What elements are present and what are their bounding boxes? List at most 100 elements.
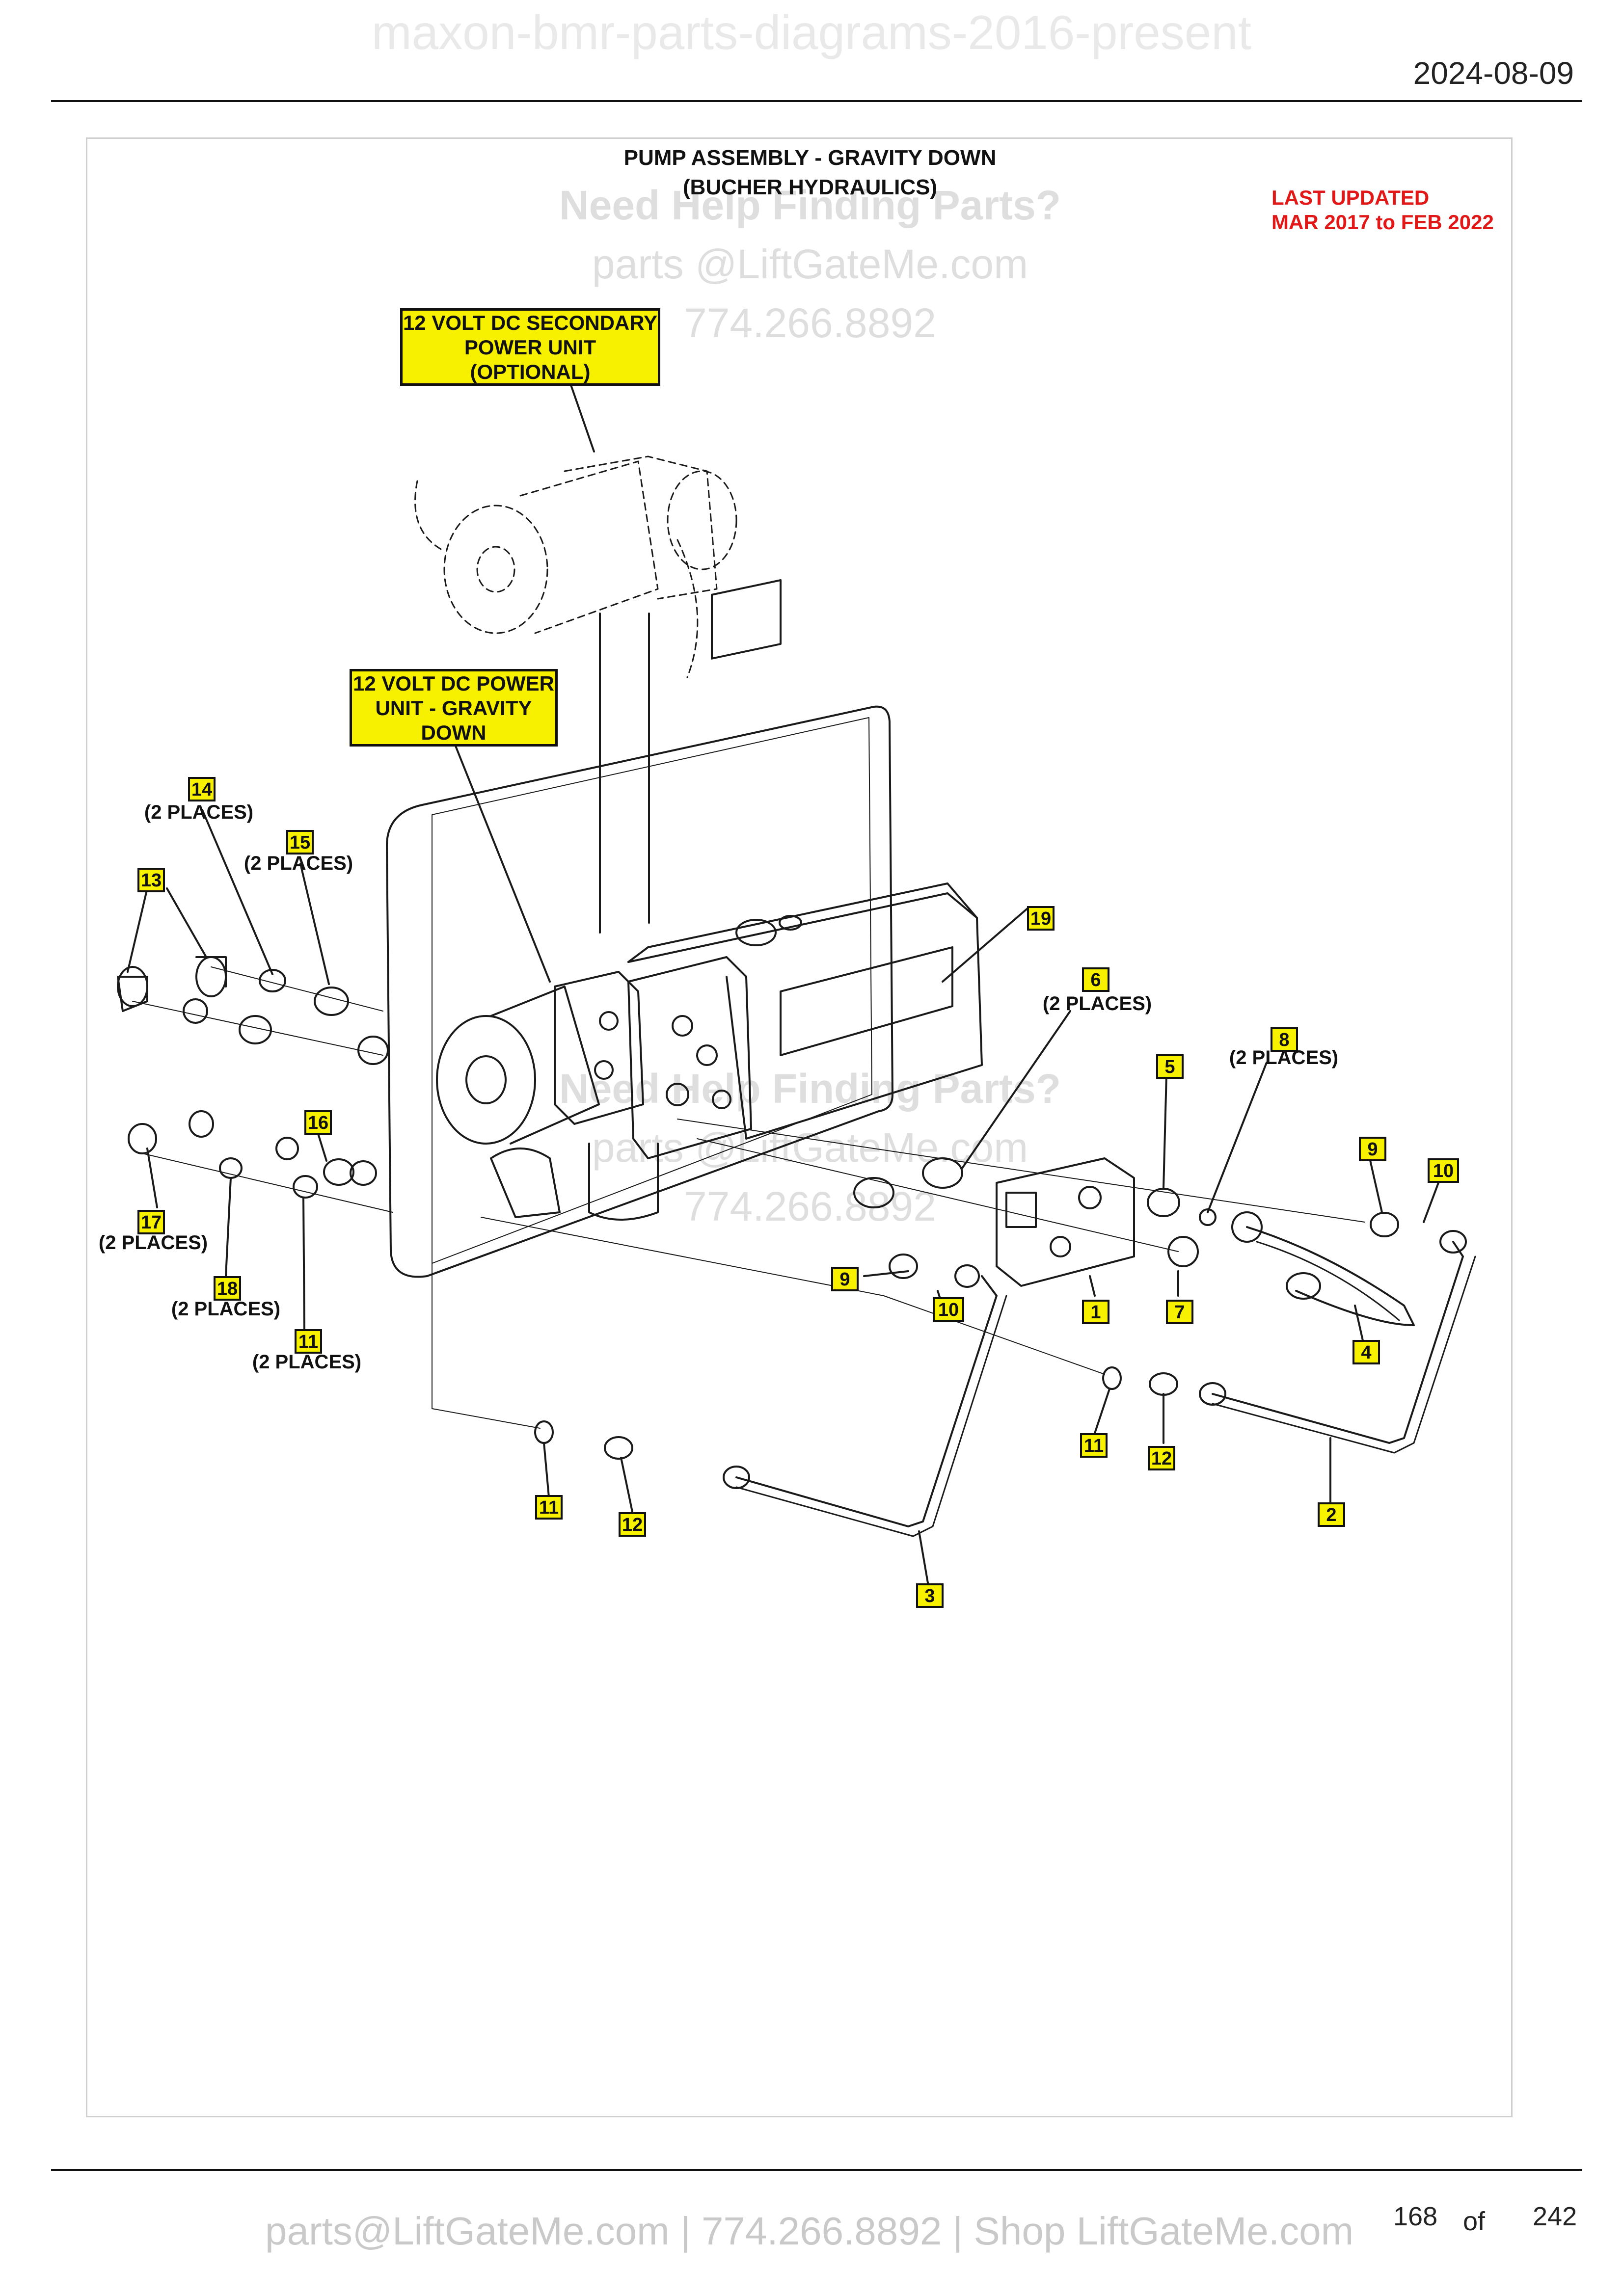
leader-line	[317, 1133, 327, 1162]
part-label-number: 12	[622, 1515, 643, 1535]
part-label: 12	[619, 1512, 646, 1537]
part-label: 10	[1428, 1158, 1459, 1183]
last-updated-range: MAR 2017 to FEB 2022	[1271, 211, 1494, 234]
last-updated-note: LAST UPDATED MAR 2017 to FEB 2022	[1271, 186, 1494, 235]
callout-line: 12 VOLT DC POWER	[353, 672, 554, 695]
leader-line	[299, 863, 330, 985]
reservoir	[627, 882, 983, 1140]
part-label-number: 13	[141, 870, 162, 891]
part-label-number: 14	[191, 779, 212, 800]
mounting-plate-inner	[432, 717, 872, 1264]
secondary-power-unit	[414, 455, 737, 678]
motor	[436, 986, 600, 1145]
places-note: (2 PLACES)	[1229, 1047, 1338, 1068]
part-label-number: 8	[1279, 1030, 1289, 1050]
part-label: 8	[1271, 1027, 1298, 1052]
leader-line	[568, 380, 595, 453]
line-3	[735, 1295, 1007, 1537]
leader-line	[1089, 1275, 1096, 1297]
callout-line: UNIT - GRAVITY	[375, 696, 532, 720]
diagram-title-line: PUMP ASSEMBLY - GRAVITY DOWN	[623, 146, 997, 170]
callout-line: 12 VOLT DC SECONDARY	[403, 311, 658, 334]
line-3	[735, 1275, 998, 1527]
places-note: (2 PLACES)	[99, 1232, 208, 1254]
leader-line	[302, 1197, 305, 1331]
footer-divider	[51, 2169, 1582, 2171]
document-title: maxon-bmr-parts-diagrams-2016-present	[372, 5, 1251, 59]
part-label: 9	[831, 1267, 859, 1291]
callout-secondary-power-unit: 12 VOLT DC SECONDARY POWER UNIT (OPTIONA…	[400, 308, 660, 386]
places-notes: (2 PLACES) (2 PLACES) (2 PLACES) (2 PLAC…	[99, 801, 1338, 1373]
part-label-number: 16	[308, 1113, 328, 1133]
leader-line	[166, 887, 207, 958]
plate-cutout	[711, 579, 782, 660]
leader-line	[1207, 1062, 1268, 1213]
part-label: 13	[137, 868, 165, 892]
part-label-number: 4	[1361, 1342, 1371, 1363]
page-of-label: of	[1463, 2207, 1486, 2236]
part-label: 11	[1080, 1433, 1108, 1458]
part-label-number: 9	[1367, 1139, 1378, 1160]
part-label-number: 9	[839, 1269, 850, 1290]
axis-line	[142, 1153, 393, 1213]
part-label-number: 15	[290, 832, 310, 853]
part-label-number: 3	[924, 1586, 935, 1606]
part-label-number: 12	[1151, 1448, 1172, 1469]
part-label-number: 11	[298, 1332, 318, 1352]
part-label-number: 19	[1030, 908, 1051, 929]
header-divider	[51, 100, 1582, 102]
axis-line	[432, 1227, 541, 1429]
axis-line	[211, 966, 383, 1012]
footer-contact: parts@LiftGateMe.com | 774.266.8892 | Sh…	[265, 2209, 1354, 2253]
axis-line	[481, 1217, 1105, 1375]
valve-block	[554, 956, 752, 1159]
line-2	[1212, 1241, 1464, 1444]
part-label: 11	[295, 1329, 322, 1354]
diagram-frame	[86, 137, 1513, 2117]
part-label: 11	[535, 1495, 563, 1520]
places-note: (2 PLACES)	[1043, 993, 1152, 1015]
part-label: 7	[1166, 1300, 1193, 1324]
part-label: 12	[1148, 1446, 1175, 1470]
leader-line	[127, 887, 148, 973]
right-fittings	[534, 1157, 1467, 1489]
filter	[588, 1143, 659, 1221]
leader-line	[201, 809, 273, 975]
part-label: 5	[1156, 1054, 1184, 1079]
part-label: 15	[286, 830, 314, 854]
part-label-number: 5	[1164, 1057, 1175, 1077]
part-label-number: 1	[1090, 1302, 1101, 1323]
line-2	[1212, 1255, 1476, 1454]
part-label: 1	[1082, 1300, 1109, 1324]
part-label: 2	[1318, 1502, 1345, 1527]
watermark-heading: Need Help Finding Parts?	[559, 182, 1061, 228]
callout-line: (OPTIONAL)	[470, 360, 591, 383]
leader-line	[1369, 1157, 1383, 1213]
places-note: (2 PLACES)	[252, 1351, 361, 1373]
left-fittings	[117, 956, 389, 1199]
part-label-number: 10	[938, 1300, 959, 1320]
leader-line	[146, 1148, 158, 1208]
diagram-title: PUMP ASSEMBLY - GRAVITY DOWN (BUCHER HYD…	[491, 143, 1129, 202]
leader-line	[942, 907, 1029, 983]
leader-line	[1354, 1305, 1365, 1346]
axis-line	[677, 1119, 1365, 1223]
part-label: 18	[214, 1276, 241, 1301]
callout-line: DOWN	[421, 721, 487, 744]
places-note: (2 PLACES)	[144, 801, 253, 823]
leader-line	[225, 1177, 232, 1277]
last-updated-label: LAST UPDATED	[1271, 186, 1430, 209]
part-label: 6	[1082, 967, 1109, 992]
places-note: (2 PLACES)	[244, 853, 353, 874]
part-label: 4	[1352, 1340, 1380, 1364]
axis-line	[132, 1001, 383, 1056]
hose-4	[1246, 1226, 1415, 1326]
part-label-number: 6	[1090, 970, 1101, 990]
leader-line	[863, 1270, 909, 1277]
part-label-number: 11	[1084, 1436, 1104, 1456]
mounting-plate	[386, 705, 893, 1278]
part-label-number: 11	[539, 1497, 559, 1518]
leader-line	[620, 1457, 633, 1513]
axis-line	[697, 1138, 1179, 1252]
